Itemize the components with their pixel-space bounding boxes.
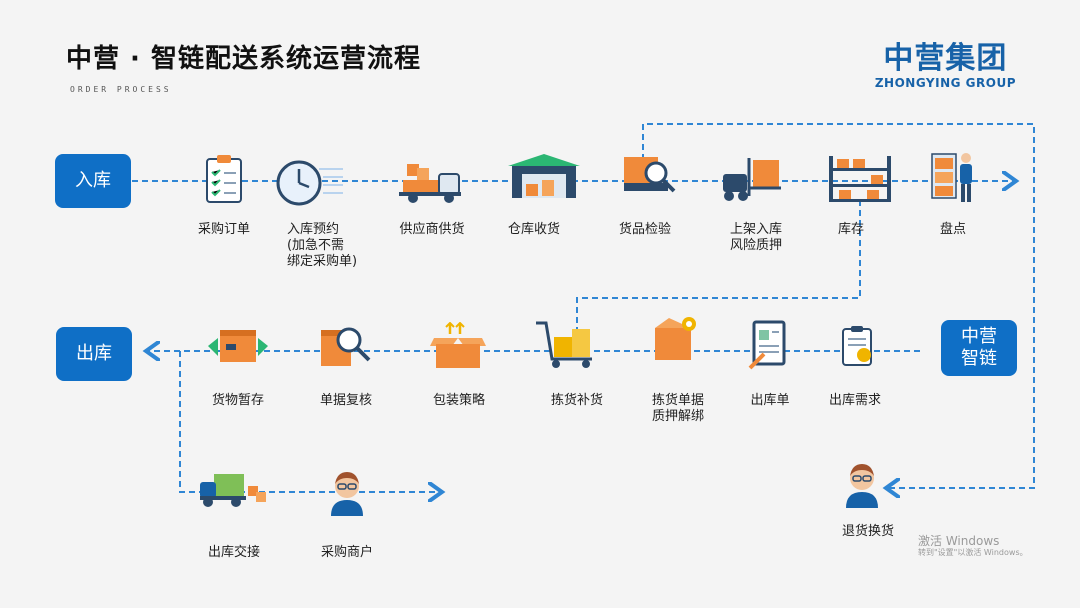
step-label-purchasing-merchant: 采购商户 <box>320 545 374 560</box>
package-inspect-icon <box>620 151 680 205</box>
merchant-avatar-icon <box>327 468 367 520</box>
document-review-icon <box>317 322 373 374</box>
windows-activation-watermark: 激活 Windows <box>918 534 1000 548</box>
box-gear-icon <box>651 314 701 366</box>
step-label-stock: 库存 <box>837 222 865 237</box>
clock-icon <box>275 159 345 213</box>
truck-icon <box>397 160 463 208</box>
open-box-icon <box>430 321 486 374</box>
delivery-truck-icon <box>198 470 270 514</box>
step-label-shelving: 上架入库 风险质押 <box>729 222 783 253</box>
clipboard-checklist-icon <box>204 154 244 208</box>
step-label-picking-replenish: 拣货补货 <box>550 393 604 408</box>
forklift-icon <box>719 156 785 208</box>
windows-activation-hint: 转到"设置"以激活 Windows。 <box>918 548 1028 557</box>
step-label-inbound-appointment: 入库预约 (加急不需 绑定采购单) <box>286 222 358 269</box>
step-label-packaging-strategy: 包装策略 <box>432 393 486 408</box>
company-logo: 中营集团 ZHONGYING GROUP <box>874 41 1016 91</box>
badge-system: 中营 智链 <box>941 320 1017 376</box>
page-subtitle: ORDER PROCESS <box>70 85 172 94</box>
step-label-outbound-handover: 出库交接 <box>207 545 261 560</box>
step-label-picking-unbind: 拣货单据 质押解绑 <box>651 393 705 424</box>
step-label-supplier-delivery: 供应商供货 <box>399 222 465 237</box>
step-label-goods-inspection: 货品检验 <box>618 222 672 237</box>
step-label-warehouse-receiving: 仓库收货 <box>507 222 561 237</box>
return-loop-line <box>642 123 1035 488</box>
badge-outbound: 出库 <box>56 327 132 381</box>
step-label-goods-staging: 货物暂存 <box>211 393 265 408</box>
logo-name-cn: 中营集团 <box>883 41 1008 76</box>
shelves-icon <box>827 154 893 206</box>
logo-name-en: ZHONGYING GROUP <box>874 76 1016 90</box>
step-label-outbound-demand: 出库需求 <box>828 393 882 408</box>
customer-avatar-icon <box>842 460 882 512</box>
step-label-purchase-order: 采购订单 <box>197 222 251 237</box>
worker-cart-icon <box>928 150 978 210</box>
page-title: 中营 · 智链配送系统运营流程 <box>66 44 421 74</box>
order-sheet-icon <box>746 320 790 376</box>
badge-inbound: 入库 <box>55 154 131 208</box>
hand-cart-icon <box>534 319 598 373</box>
step-label-inventory-count: 盘点 <box>939 222 967 237</box>
step-label-returns-exchange: 退货换货 <box>841 524 895 539</box>
step-label-outbound-order: 出库单 <box>750 393 790 408</box>
package-hold-icon <box>206 326 270 374</box>
step-label-document-review: 单据复核 <box>319 393 373 408</box>
warehouse-icon <box>506 152 582 204</box>
clipboard-icon <box>840 325 876 371</box>
stock-to-picking-line <box>576 200 861 336</box>
